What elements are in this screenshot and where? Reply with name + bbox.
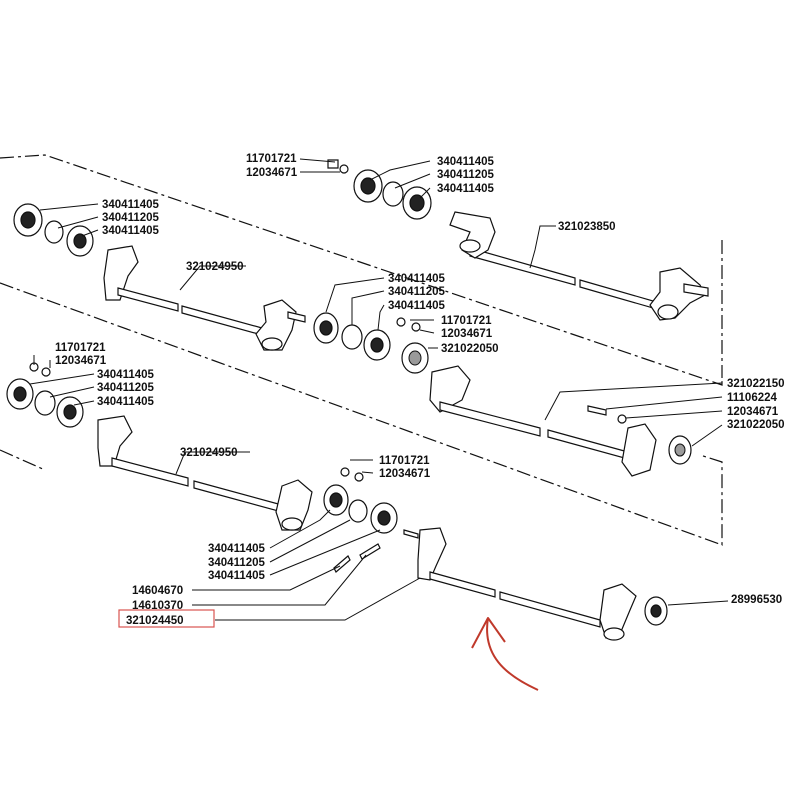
part-label: 340411205 xyxy=(97,382,155,394)
part-label: 321024950 xyxy=(180,447,238,459)
part-label: 340411405 xyxy=(437,156,495,168)
leader-lines xyxy=(29,158,729,621)
part-label: 340411405 xyxy=(208,543,266,555)
bushing-group-lower xyxy=(323,467,398,573)
part-label: 11701721 xyxy=(55,342,106,354)
part-label: 340411405 xyxy=(102,199,160,211)
red-arrow-icon xyxy=(471,617,539,691)
bushing-group-middle xyxy=(313,312,429,374)
shaft-assembly-upper-right xyxy=(327,159,709,321)
part-label: 321023850 xyxy=(558,221,616,233)
part-label: 11701721 xyxy=(379,455,430,467)
part-label: 340411405 xyxy=(388,300,446,312)
part-label: 340411405 xyxy=(208,570,266,582)
part-label: 340411405 xyxy=(97,369,155,381)
part-label: 340411405 xyxy=(437,183,495,195)
part-labels: 11701721 12034671 340411405 340411205 34… xyxy=(55,153,785,627)
shaft-assembly-middle-right xyxy=(429,365,692,477)
part-label: 340411405 xyxy=(102,225,160,237)
part-label: 321022050 xyxy=(441,343,499,355)
part-label: 12034671 xyxy=(379,468,431,480)
part-label: 12034671 xyxy=(246,167,298,179)
part-label: 340411205 xyxy=(388,286,446,298)
part-label: 28996530 xyxy=(731,594,782,606)
shaft-assembly-lower-left xyxy=(6,362,313,531)
part-label: 340411205 xyxy=(437,169,495,181)
part-label: 321024950 xyxy=(186,261,244,273)
part-label-highlighted: 321024450 xyxy=(126,615,184,627)
part-label: 321022050 xyxy=(727,419,785,431)
part-label: 340411205 xyxy=(102,212,160,224)
part-label: 11106224 xyxy=(727,392,778,404)
part-label: 12034671 xyxy=(727,406,779,418)
highlight-box xyxy=(118,609,215,628)
part-label: 340411205 xyxy=(208,557,266,569)
shaft-assembly-upper-left xyxy=(13,203,306,351)
part-label: 14610370 xyxy=(132,600,183,612)
part-label: 321022150 xyxy=(727,378,785,390)
part-label: 340411405 xyxy=(97,396,155,408)
part-label: 11701721 xyxy=(441,315,492,327)
part-label: 14604670 xyxy=(132,585,183,597)
part-label: 12034671 xyxy=(55,355,107,367)
assembly-frame-lines xyxy=(0,154,723,546)
part-label: 11701721 xyxy=(246,153,297,165)
part-label: 340411405 xyxy=(388,273,446,285)
shaft-assembly-bottom xyxy=(403,527,668,641)
part-label: 12034671 xyxy=(441,328,493,340)
